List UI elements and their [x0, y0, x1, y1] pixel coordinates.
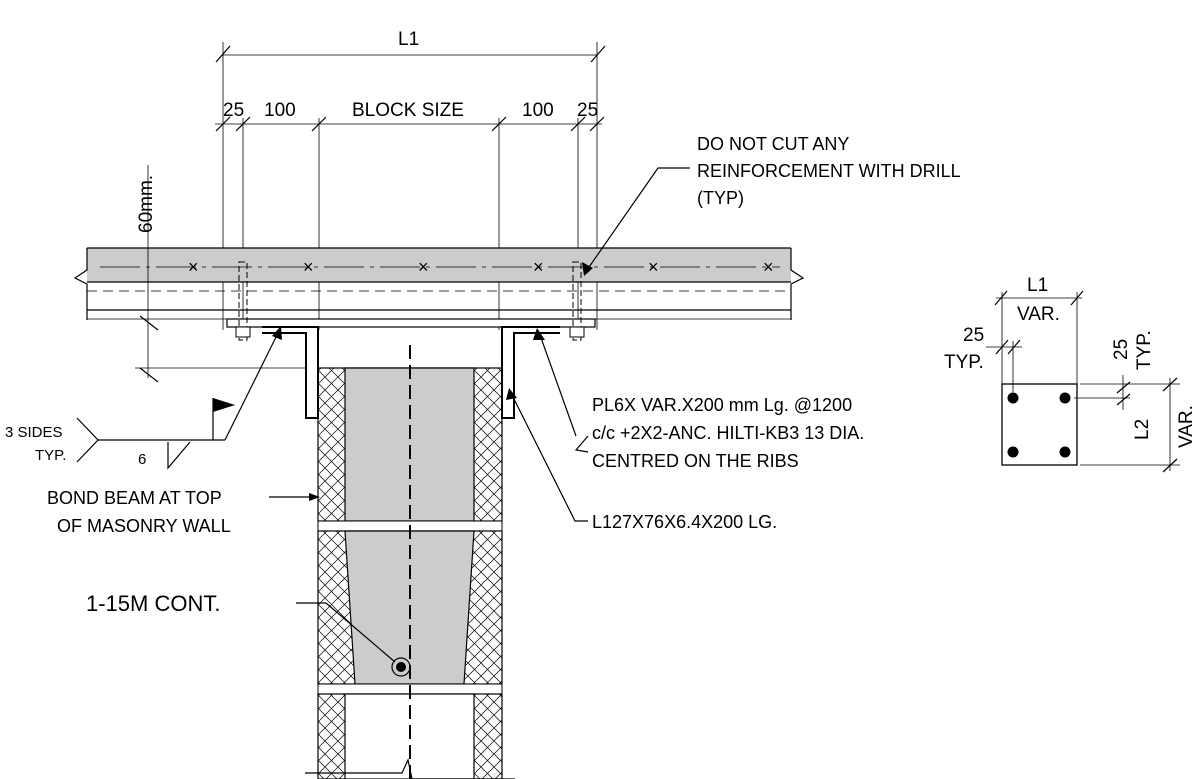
detail-edge-v: 25 — [1111, 339, 1132, 360]
note-plate-line3: CENTRED ON THE RIBS — [592, 451, 799, 471]
dim-gauge-right: 100 — [522, 100, 554, 121]
note-rebar: 1-15M CONT. — [86, 591, 220, 616]
dim-edge-left: 25 — [223, 100, 244, 121]
dim-gauge-left: 100 — [264, 100, 296, 121]
detail-var-side: VAR. — [1176, 405, 1197, 448]
detail-l2: L2 — [1132, 419, 1153, 440]
dim-edge-right: 25 — [577, 100, 598, 121]
svg-text:×: × — [188, 257, 199, 277]
anchor-bolts — [235, 261, 585, 341]
leader-angle — [506, 388, 588, 522]
note-bond-line2: OF MASONRY WALL — [57, 516, 231, 536]
detail-var-top: VAR. — [1017, 304, 1060, 325]
continuous-rebar — [391, 657, 411, 677]
masonry-wall — [305, 345, 515, 779]
leader-rebar — [296, 602, 396, 663]
top-dimension-lines — [215, 42, 606, 330]
leader-bond-beam — [269, 493, 320, 501]
leader-drill — [582, 167, 690, 276]
svg-text:×: × — [303, 257, 314, 277]
note-drill-line1: DO NOT CUT ANY — [697, 134, 849, 154]
detail-edge: 25 — [963, 325, 984, 346]
note-drill-line2: REINFORCEMENT WITH DRILL — [697, 161, 961, 181]
note-bond-line1: BOND BEAM AT TOP — [47, 488, 222, 508]
weld-typ: TYP. — [35, 447, 66, 464]
weld-sides: 3 SIDES — [5, 424, 63, 441]
svg-text:×: × — [533, 257, 544, 277]
detail-edge-v-typ: TYP. — [1134, 330, 1155, 370]
concrete-slab — [73, 247, 805, 320]
weld-size: 6 — [138, 451, 146, 468]
detail-edge-typ: TYP. — [944, 352, 984, 373]
detail-l1: L1 — [1027, 275, 1048, 296]
svg-text:×: × — [648, 257, 659, 277]
plate-detail — [986, 290, 1180, 473]
svg-text:×: × — [763, 257, 774, 277]
dim-l1: L1 — [398, 29, 419, 50]
weld-symbol — [76, 326, 282, 470]
steel-angles — [262, 326, 560, 419]
note-plate-line1: PL6X VAR.X200 mm Lg. @1200 — [592, 395, 852, 415]
steel-plate — [226, 318, 596, 328]
note-angle: L127X76X6.4X200 LG. — [592, 512, 777, 532]
leader-plate — [533, 328, 589, 453]
slab-rebar-marks: × × × × × × — [188, 257, 774, 277]
note-plate-line2: c/c +2X2-ANC. HILTI-KB3 13 DIA. — [592, 423, 864, 443]
note-drill-line3: (TYP) — [697, 188, 744, 208]
dim-slab-depth: 60mm. — [136, 175, 157, 233]
dim-block-size: BLOCK SIZE — [352, 100, 464, 121]
svg-text:×: × — [418, 257, 429, 277]
slab-depth-dimension — [135, 165, 305, 383]
